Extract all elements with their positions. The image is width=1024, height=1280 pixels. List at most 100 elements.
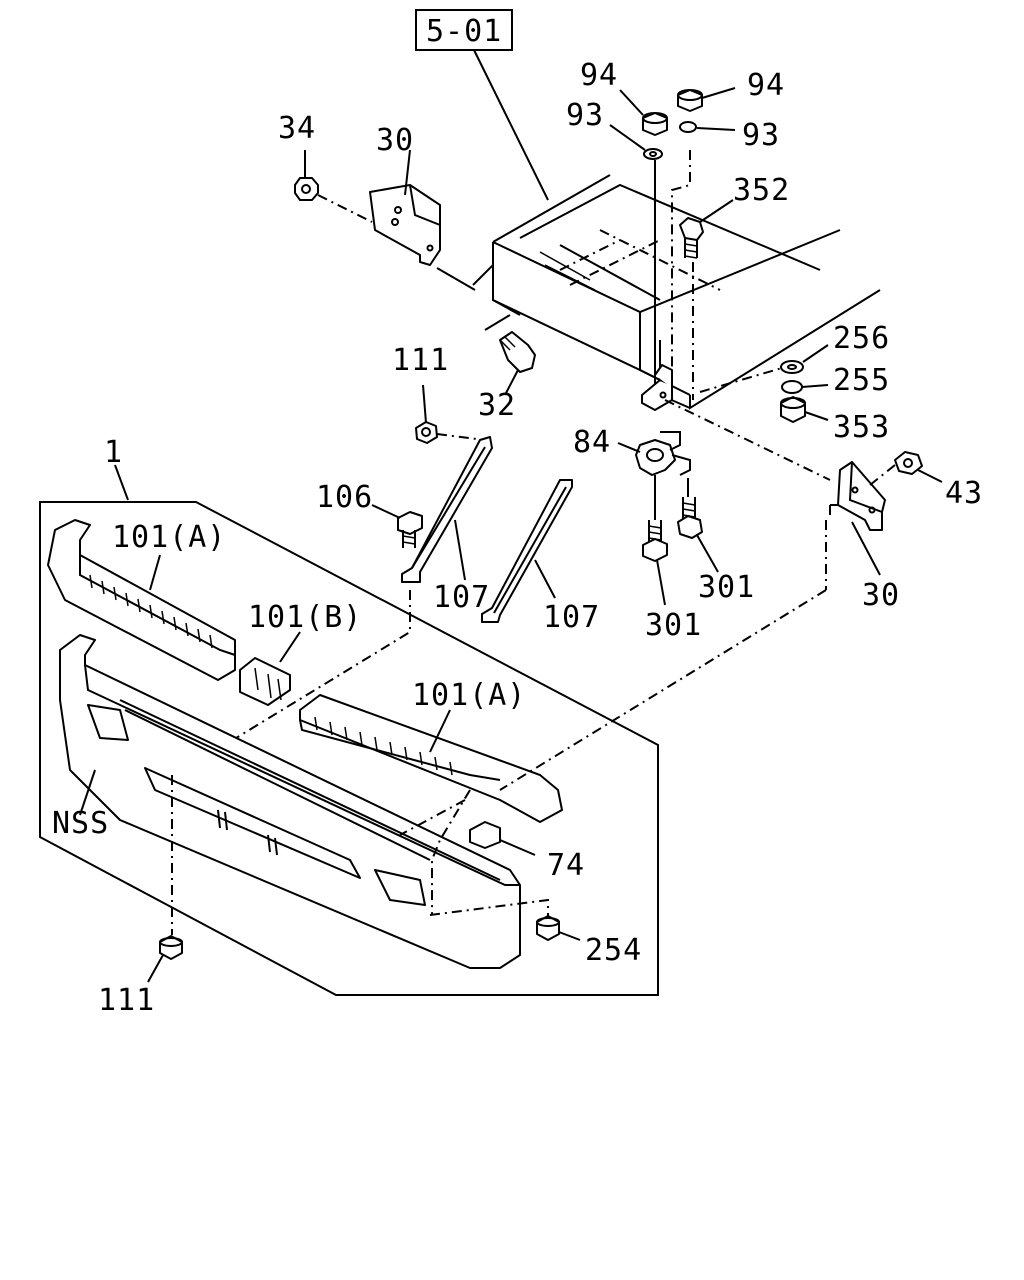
callout-301-bottom: 301 bbox=[645, 608, 702, 643]
washer-256 bbox=[780, 360, 804, 374]
frame-chassis bbox=[472, 174, 881, 410]
callout-107-right: 107 bbox=[543, 600, 600, 635]
leader-line bbox=[851, 521, 881, 576]
garnish-101b bbox=[239, 657, 291, 706]
callout-30-top: 30 bbox=[376, 123, 414, 158]
callout-111-bottom: 111 bbox=[98, 983, 155, 1018]
callout-94-left: 94 bbox=[580, 58, 618, 93]
callout-43: 43 bbox=[945, 476, 983, 511]
nut-94-right bbox=[677, 89, 703, 112]
nut-94-left bbox=[642, 112, 668, 136]
leader-line bbox=[473, 49, 549, 201]
leader-line bbox=[147, 954, 164, 983]
leader-line bbox=[504, 369, 519, 396]
stay-107-left bbox=[401, 436, 493, 583]
callout-254: 254 bbox=[585, 933, 642, 968]
leader-line bbox=[804, 411, 829, 421]
center-line bbox=[436, 433, 486, 441]
washer-255 bbox=[781, 380, 803, 394]
callout-301-right: 301 bbox=[698, 570, 755, 605]
clip-74 bbox=[469, 821, 501, 849]
bracket-left bbox=[369, 184, 441, 266]
leader-line bbox=[801, 384, 829, 388]
callout-255: 255 bbox=[833, 363, 890, 398]
leader-line bbox=[499, 839, 536, 856]
stay-107-right bbox=[481, 479, 573, 623]
callout-34: 34 bbox=[278, 111, 316, 146]
callout-111-top: 111 bbox=[392, 343, 449, 378]
center-line bbox=[671, 150, 691, 380]
leader-line bbox=[534, 559, 556, 599]
leader-line bbox=[699, 199, 734, 223]
leader-line bbox=[802, 344, 829, 363]
leader-line bbox=[454, 519, 466, 581]
leader-line bbox=[701, 87, 736, 99]
callout-30-right: 30 bbox=[862, 578, 900, 613]
callout-74: 74 bbox=[547, 848, 585, 883]
nut-34 bbox=[294, 177, 319, 201]
bumper-body bbox=[59, 634, 521, 969]
leader-line bbox=[619, 89, 644, 116]
leader-line bbox=[696, 127, 736, 131]
callout-256: 256 bbox=[833, 321, 890, 356]
callout-93-right: 93 bbox=[742, 118, 780, 153]
leader-line bbox=[917, 469, 943, 483]
nut-111-bottom bbox=[159, 935, 183, 960]
callout-106: 106 bbox=[316, 480, 373, 515]
center-line bbox=[317, 194, 373, 223]
center-line bbox=[869, 464, 896, 486]
reference-box-label: 5-01 bbox=[426, 14, 502, 49]
leader-line bbox=[617, 442, 641, 453]
leader-line bbox=[279, 631, 301, 663]
center-line bbox=[699, 367, 783, 393]
callout-352: 352 bbox=[733, 173, 790, 208]
nut-43 bbox=[894, 451, 923, 475]
leader-line bbox=[696, 534, 719, 573]
center-line bbox=[429, 898, 549, 916]
washer-93-left bbox=[643, 148, 663, 160]
leader-line bbox=[114, 464, 129, 501]
nut-111-top bbox=[415, 421, 438, 444]
clamp-84 bbox=[635, 431, 691, 476]
bracket-right bbox=[829, 461, 886, 531]
callout-101a-top: 101(A) bbox=[112, 520, 226, 555]
leader-line bbox=[558, 931, 581, 941]
bolt-106 bbox=[397, 511, 423, 548]
bolt-352 bbox=[679, 217, 704, 259]
leader-line bbox=[436, 267, 476, 291]
leader-line bbox=[404, 149, 411, 196]
leader-line bbox=[429, 709, 451, 753]
callout-84: 84 bbox=[573, 425, 611, 460]
center-bracket bbox=[641, 364, 673, 411]
leader-line bbox=[422, 384, 427, 424]
callout-32: 32 bbox=[478, 388, 516, 423]
assembly-outline bbox=[39, 501, 659, 996]
washer-93-right bbox=[679, 121, 697, 133]
bolt-32 bbox=[499, 331, 536, 373]
bolt-301-bottom bbox=[642, 520, 668, 562]
leader-line bbox=[149, 554, 161, 591]
garnish-101a-mid bbox=[299, 694, 563, 823]
center-line bbox=[664, 399, 831, 481]
callout-353: 353 bbox=[833, 410, 890, 445]
leader-line bbox=[656, 559, 666, 606]
callout-1: 1 bbox=[104, 435, 123, 470]
callout-94-right: 94 bbox=[747, 68, 785, 103]
leader-line bbox=[609, 124, 646, 151]
callout-93-left: 93 bbox=[566, 98, 604, 133]
nut-353 bbox=[780, 396, 806, 423]
center-line bbox=[199, 590, 411, 761]
leader-line bbox=[79, 769, 96, 816]
nut-254 bbox=[536, 915, 560, 941]
callout-101a-mid: 101(A) bbox=[412, 678, 526, 713]
center-line bbox=[431, 789, 471, 915]
bolt-301-right bbox=[677, 497, 703, 539]
center-line bbox=[399, 589, 827, 836]
callout-101b: 101(B) bbox=[248, 600, 362, 635]
reference-box[interactable]: 5-01 bbox=[415, 9, 513, 51]
leader-line bbox=[371, 504, 401, 519]
garnish-101a-top bbox=[47, 519, 236, 681]
callout-107-left: 107 bbox=[433, 580, 490, 615]
callout-nss: NSS bbox=[52, 806, 109, 841]
